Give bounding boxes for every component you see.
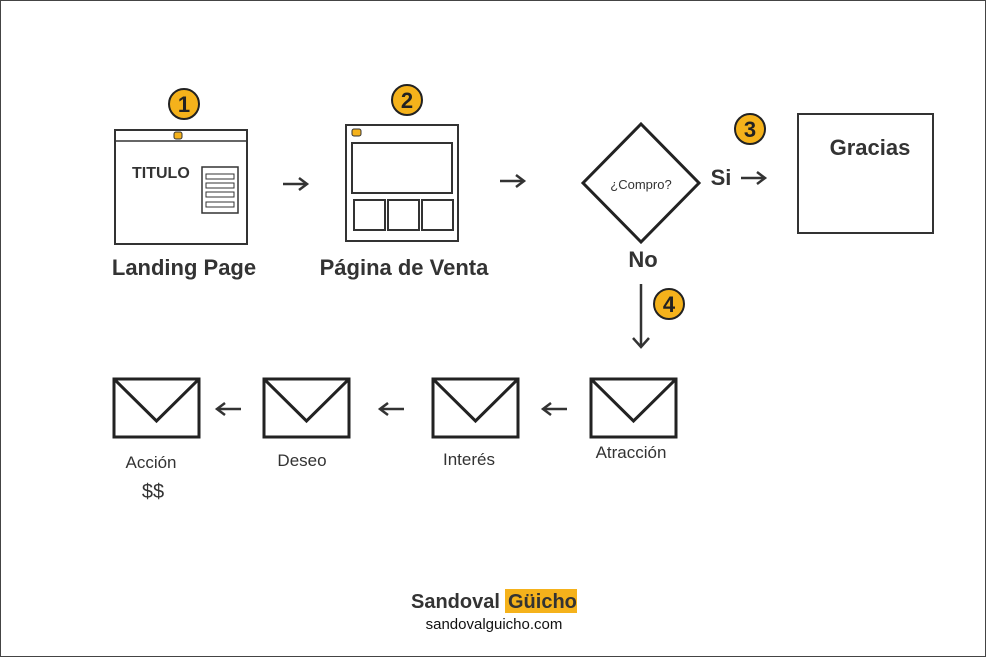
brand-url: sandovalguicho.com — [426, 616, 563, 633]
brand-highlight — [505, 589, 577, 613]
thanks-page-box — [797, 113, 934, 234]
envelope-icon — [589, 377, 678, 439]
decision-no-label: No — [628, 247, 657, 272]
landing-page-label: Landing Page — [112, 255, 256, 280]
brand-name-part2: Güicho — [508, 591, 577, 613]
email-label: Atracción — [596, 443, 667, 462]
decision-yes-label: Si — [711, 165, 732, 190]
decision-step: ¿Compro? Si 3 No — [580, 113, 768, 272]
email-label: Deseo — [277, 451, 326, 470]
arrow-left-icon — [214, 402, 241, 416]
arrow-left-icon — [377, 402, 404, 416]
brand-name-part1: Sandoval — [411, 591, 500, 613]
email-label: Acción — [125, 453, 176, 472]
envelope-icon — [262, 377, 351, 439]
sales-page-wireframe-icon — [345, 124, 459, 242]
arrow-right-icon — [500, 174, 527, 188]
email-accion: Acción $$ — [112, 377, 201, 503]
envelope-icon — [112, 377, 201, 439]
step-landing-page: 1 TITULO Landing Page — [112, 88, 256, 280]
step-sales-page: 2 Página de Venta — [320, 84, 489, 280]
arrow-right-icon — [741, 171, 768, 185]
email-sublabel: $$ — [142, 481, 164, 503]
step-4-badge — [653, 288, 685, 320]
step-3-badge — [734, 113, 766, 145]
email-label: Interés — [443, 450, 495, 469]
step-1-number: 1 — [178, 92, 190, 117]
sales-page-label: Página de Venta — [320, 255, 489, 280]
step-1-badge — [168, 88, 200, 120]
email-interes: Interés — [431, 377, 520, 469]
arrow-down-icon — [632, 284, 650, 349]
email-deseo: Deseo — [262, 377, 351, 470]
step-4-number: 4 — [663, 292, 676, 317]
arrow-left-icon — [540, 402, 567, 416]
brand-footer: Sandoval Güicho sandovalguicho.com — [411, 589, 577, 633]
step-2-number: 2 — [401, 88, 413, 113]
thanks-step: Gracias — [797, 113, 934, 234]
landing-page-wireframe-icon — [114, 129, 248, 245]
arrow-right-icon — [283, 177, 310, 191]
email-atraccion: Atracción — [589, 377, 678, 462]
landing-mock-title: TITULO — [132, 165, 190, 182]
step-3-number: 3 — [744, 117, 756, 142]
thanks-label: Gracias — [830, 135, 911, 160]
envelope-icon — [431, 377, 520, 439]
decision-question: ¿Compro? — [610, 177, 671, 192]
step-2-badge — [391, 84, 423, 116]
decision-diamond — [580, 121, 702, 245]
